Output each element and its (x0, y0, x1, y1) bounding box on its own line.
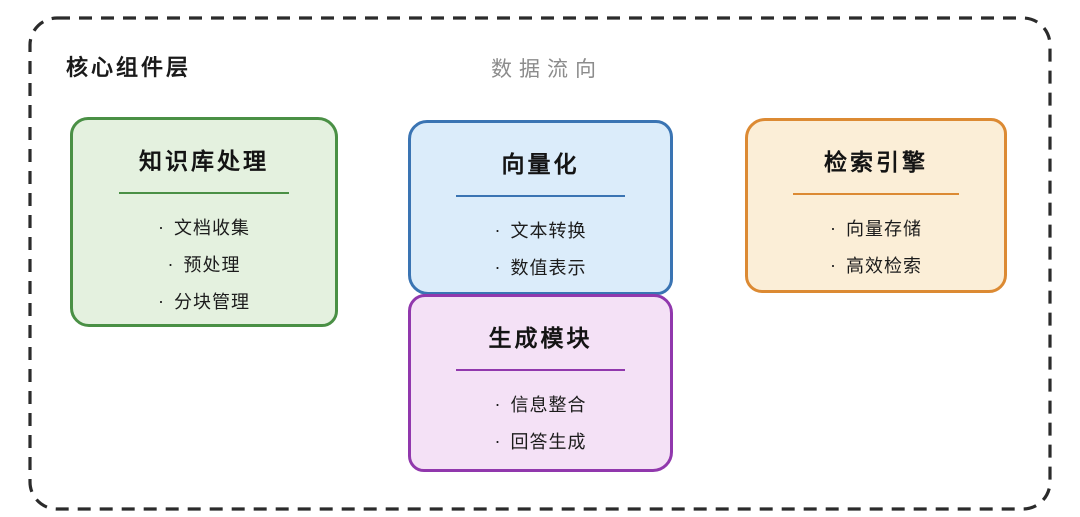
card-item-list: · 向量存储 · 高效检索 (748, 211, 1004, 285)
bullet-icon: · (494, 220, 502, 240)
bullet-icon: · (494, 394, 502, 414)
component-card-vectorization: 向量化 · 文本转换 · 数值表示 (408, 120, 673, 295)
list-item-label: 文本转换 (510, 221, 587, 241)
card-item-list: · 文档收集 · 预处理 · 分块管理 (73, 210, 335, 321)
card-title-retrieval-engine: 检索引擎 (824, 149, 928, 175)
list-item-label: 分块管理 (174, 292, 250, 312)
card-divider (456, 195, 625, 197)
card-title-generation-module: 生成模块 (488, 325, 593, 351)
list-item: · 向量存储 (748, 211, 1004, 248)
card-item-list: · 文本转换 · 数值表示 (411, 213, 670, 287)
card-divider (456, 369, 625, 371)
list-item: · 分块管理 (73, 284, 335, 321)
list-item: · 文档收集 (73, 210, 335, 247)
diagram-title: 核心组件层 (66, 55, 192, 80)
list-item: · 回答生成 (411, 424, 670, 461)
list-item: · 信息整合 (411, 387, 670, 424)
flow-label: 数据流向 (491, 58, 603, 81)
card-divider (118, 192, 290, 194)
list-item-label: 向量存储 (846, 219, 922, 239)
bullet-icon: · (494, 257, 502, 277)
bullet-icon: · (830, 218, 837, 238)
bullet-icon: · (830, 255, 837, 275)
bullet-icon: · (158, 217, 165, 237)
list-item: · 预处理 (73, 247, 335, 284)
list-item-label: 信息整合 (510, 395, 587, 415)
list-item-label: 预处理 (183, 255, 241, 275)
list-item-label: 数值表示 (510, 258, 587, 278)
component-card-generation-module: 生成模块 · 信息整合 · 回答生成 (408, 294, 673, 472)
card-title-vectorization: 向量化 (501, 151, 580, 177)
card-item-list: · 信息整合 · 回答生成 (411, 387, 670, 461)
list-item: · 数值表示 (411, 250, 670, 287)
list-item-label: 文档收集 (174, 218, 250, 238)
list-item-label: 回答生成 (510, 432, 587, 452)
bullet-icon: · (158, 291, 165, 311)
list-item-label: 高效检索 (846, 256, 922, 276)
component-card-retrieval-engine: 检索引擎 · 向量存储 · 高效检索 (745, 118, 1007, 293)
bullet-icon: · (494, 431, 502, 451)
card-title-knowledge-base-processing: 知识库处理 (139, 148, 269, 174)
component-card-knowledge-base-processing: 知识库处理 · 文档收集 · 预处理 · 分块管理 (70, 117, 338, 327)
list-item: · 文本转换 (411, 213, 670, 250)
card-divider (792, 193, 960, 195)
list-item: · 高效检索 (748, 248, 1004, 285)
bullet-icon: · (167, 254, 175, 274)
